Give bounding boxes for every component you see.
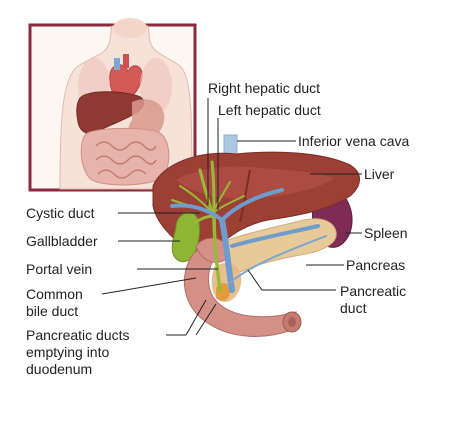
inset-liver [76, 91, 145, 135]
label-pancreatic-duct-line1: Pancreatic [340, 283, 406, 299]
label-inferior-vena-cava: Inferior vena cava [298, 133, 409, 149]
label-right-hepatic-duct: Right hepatic duct [208, 80, 320, 96]
falciform-ligament [239, 169, 251, 223]
body-inset [28, 18, 197, 192]
common-bile-duct-vessel [212, 212, 222, 292]
label-pancreatic-duct-line2: duct [340, 300, 367, 316]
label-pancreatic-ducts-line1: Pancreatic ducts [26, 327, 130, 343]
label-cystic-duct: Cystic duct [26, 205, 95, 221]
right-hepatic-duct-vessel [198, 168, 214, 214]
label-liver: Liver [364, 166, 395, 182]
portal-vessels [170, 188, 327, 293]
label-spleen: Spleen [364, 225, 408, 241]
label-common-bile-duct-line2: bile duct [26, 303, 78, 319]
labels: Right hepatic duct Left hepatic duct Inf… [26, 80, 409, 377]
inset-intestines [80, 127, 170, 186]
label-gallbladder: Gallbladder [26, 233, 98, 249]
hepatic-branches-left [213, 181, 245, 213]
label-portal-vein: Portal vein [26, 261, 92, 277]
portal-vein-right-branch [170, 203, 224, 222]
label-common-bile-duct-line1: Common [26, 286, 83, 302]
label-pancreas: Pancreas [346, 257, 405, 273]
label-pancreatic-ducts-line3: duodenum [26, 361, 92, 377]
label-pancreatic-ducts-line2: emptying into [26, 344, 109, 360]
splenic-vein [230, 224, 320, 248]
liver-highlight [176, 166, 334, 199]
portal-vein-left-branch [220, 188, 284, 222]
label-left-hepatic-duct: Left hepatic duct [218, 102, 321, 118]
bile-ducts [171, 160, 245, 292]
leader-lines [101, 98, 362, 336]
pancreatic-duct-vessel [227, 235, 327, 285]
